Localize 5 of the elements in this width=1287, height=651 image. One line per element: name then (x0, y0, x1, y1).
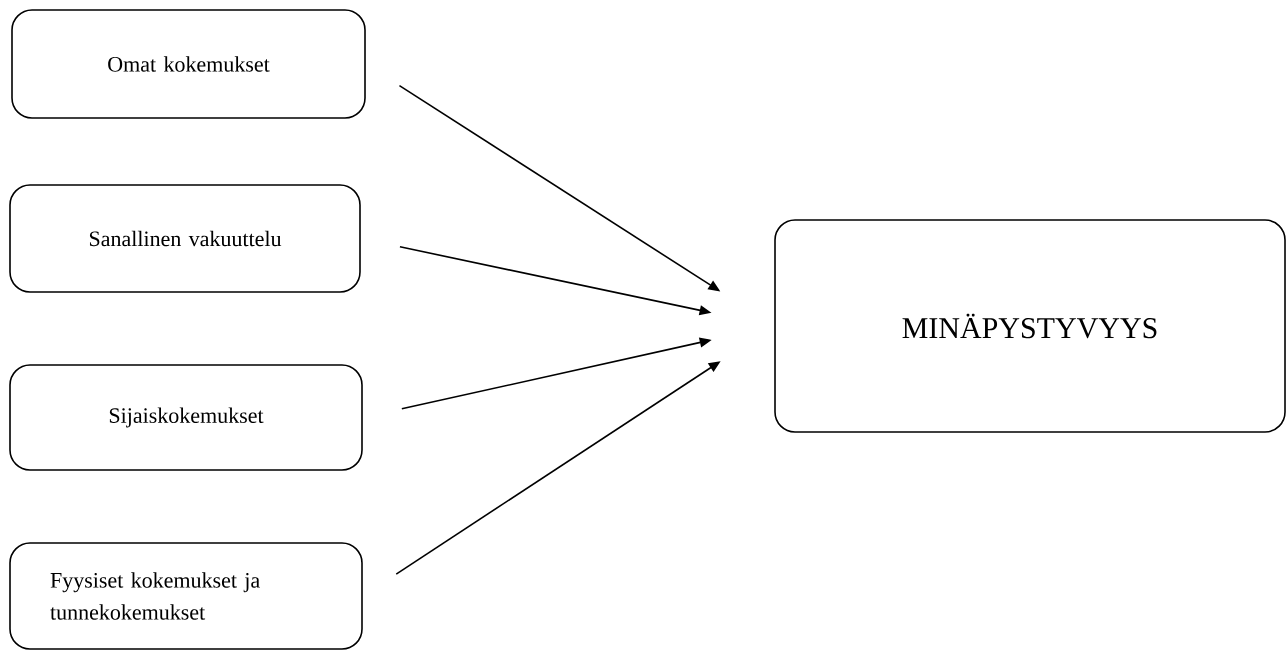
process-box: Fyysiset kokemukset ja tunnekokemukset (9, 542, 363, 650)
process-box: MINÄPYSTYVYYS (774, 219, 1286, 433)
process-box: Sanallinen vakuuttelu (9, 184, 361, 293)
process-box: Omat kokemukset (11, 9, 366, 119)
process-box: Sijaiskokemukset (9, 364, 363, 471)
